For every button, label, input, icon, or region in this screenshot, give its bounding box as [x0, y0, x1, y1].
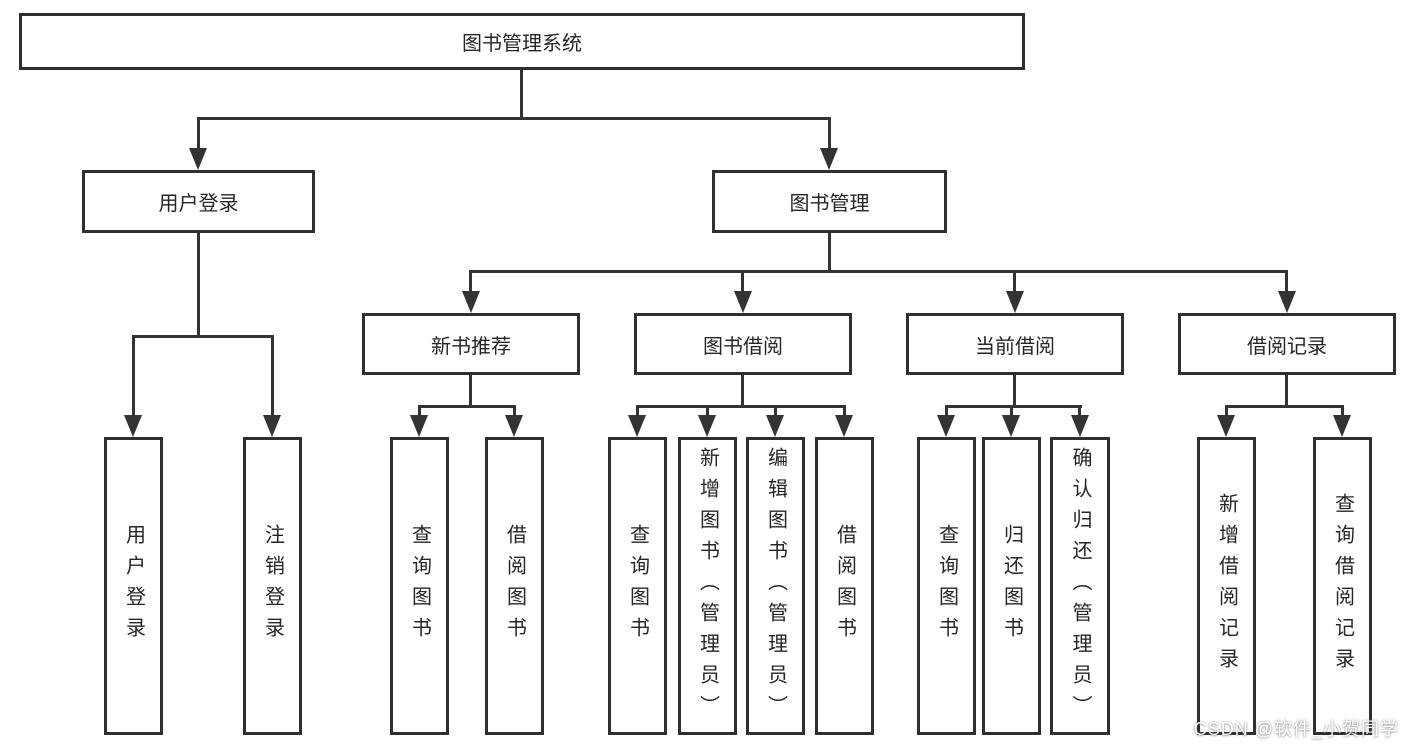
connector: [828, 233, 831, 273]
arrow-down-icon: [628, 415, 646, 437]
connector: [774, 405, 777, 418]
arrow-down-icon: [1071, 415, 1089, 437]
node-library-system: 图书管理系统: [19, 13, 1025, 70]
connector: [1013, 375, 1016, 407]
leaf-edit-books-admin: 编辑图书（管理员）: [746, 437, 805, 735]
node-label: 当前借阅: [975, 335, 1055, 358]
leaf-user-login: 用户登录: [104, 437, 163, 735]
node-label: 确认归还（管理员）: [1069, 446, 1091, 726]
arrow-down-icon: [1278, 291, 1296, 313]
node-label: 新书推荐: [431, 335, 511, 358]
node-label: 借阅图书: [833, 524, 856, 648]
connector: [945, 405, 948, 418]
leaf-add-books-admin: 新增图书（管理员）: [678, 437, 737, 735]
node-label: 查询借阅记录: [1331, 493, 1354, 679]
node-label: 归还图书: [1000, 524, 1023, 648]
leaf-query-books-1: 查询图书: [390, 437, 449, 735]
leaf-query-books-2: 查询图书: [608, 437, 667, 735]
node-label: 用户登录: [122, 524, 145, 648]
arrow-down-icon: [124, 415, 142, 437]
node-book-management: 图书管理: [712, 170, 947, 233]
node-current-borrow: 当前借阅: [906, 313, 1124, 375]
connector: [741, 375, 744, 407]
arrow-down-icon: [505, 415, 523, 437]
connector: [1225, 405, 1228, 418]
node-label: 借阅记录: [1247, 335, 1327, 358]
leaf-return-books: 归还图书: [982, 437, 1041, 735]
arrow-down-icon: [698, 415, 716, 437]
node-label: 查询图书: [408, 524, 431, 648]
connector: [1285, 375, 1288, 407]
arrow-down-icon: [1217, 415, 1235, 437]
node-label: 新增图书（管理员）: [696, 446, 719, 726]
node-label: 图书管理系统: [462, 33, 582, 55]
connector: [1010, 405, 1013, 418]
connector: [1013, 270, 1016, 293]
connector: [513, 405, 516, 418]
connector: [945, 405, 1082, 408]
connector: [197, 117, 200, 150]
node-label: 图书借阅: [703, 335, 783, 358]
connector: [469, 270, 1288, 273]
connector: [469, 375, 472, 407]
connector: [843, 405, 846, 418]
leaf-add-borrow-record: 新增借阅记录: [1197, 437, 1256, 735]
connector: [636, 405, 846, 408]
connector: [418, 405, 516, 408]
connector: [636, 405, 639, 418]
connector: [706, 405, 709, 418]
arrow-down-icon: [263, 415, 281, 437]
node-book-borrow: 图书借阅: [634, 313, 852, 375]
leaf-query-books-3: 查询图书: [917, 437, 976, 735]
node-label: 新增借阅记录: [1215, 493, 1238, 679]
leaf-logout: 注销登录: [243, 437, 302, 735]
connector: [741, 270, 744, 293]
connector: [1225, 405, 1344, 408]
node-label: 用户登录: [158, 193, 239, 215]
node-label: 注销登录: [261, 524, 284, 648]
arrow-down-icon: [410, 415, 428, 437]
arrow-down-icon: [766, 415, 784, 437]
connector: [828, 117, 831, 150]
arrow-down-icon: [1002, 415, 1020, 437]
connector: [197, 117, 831, 120]
connector: [1078, 405, 1081, 418]
arrow-down-icon: [820, 148, 838, 170]
node-label: 查询图书: [626, 524, 649, 648]
arrow-down-icon: [462, 291, 480, 313]
arrow-down-icon: [937, 415, 955, 437]
connector: [1341, 405, 1344, 418]
node-label: 查询图书: [935, 524, 958, 648]
leaf-borrow-books-1: 借阅图书: [485, 437, 544, 735]
arrow-down-icon: [1333, 415, 1351, 437]
arrow-down-icon: [189, 148, 207, 170]
connector: [132, 335, 135, 417]
arrow-down-icon: [1006, 291, 1024, 313]
leaf-query-borrow-record: 查询借阅记录: [1313, 437, 1372, 735]
connector: [520, 70, 523, 120]
node-new-book-recommend: 新书推荐: [362, 313, 580, 375]
node-label: 图书管理: [789, 193, 870, 215]
leaf-borrow-books-2: 借阅图书: [815, 437, 874, 735]
connector: [1285, 270, 1288, 293]
connector: [418, 405, 421, 418]
node-borrow-records: 借阅记录: [1178, 313, 1396, 375]
node-label: 借阅图书: [503, 524, 526, 648]
node-label: 编辑图书（管理员）: [764, 446, 787, 726]
connector: [469, 270, 472, 293]
connector: [197, 233, 200, 337]
connector: [271, 335, 274, 417]
connector: [132, 335, 274, 338]
leaf-confirm-return-admin: 确认归还（管理员）: [1050, 437, 1110, 735]
node-user-login: 用户登录: [82, 170, 315, 233]
arrow-down-icon: [835, 415, 853, 437]
arrow-down-icon: [734, 291, 752, 313]
